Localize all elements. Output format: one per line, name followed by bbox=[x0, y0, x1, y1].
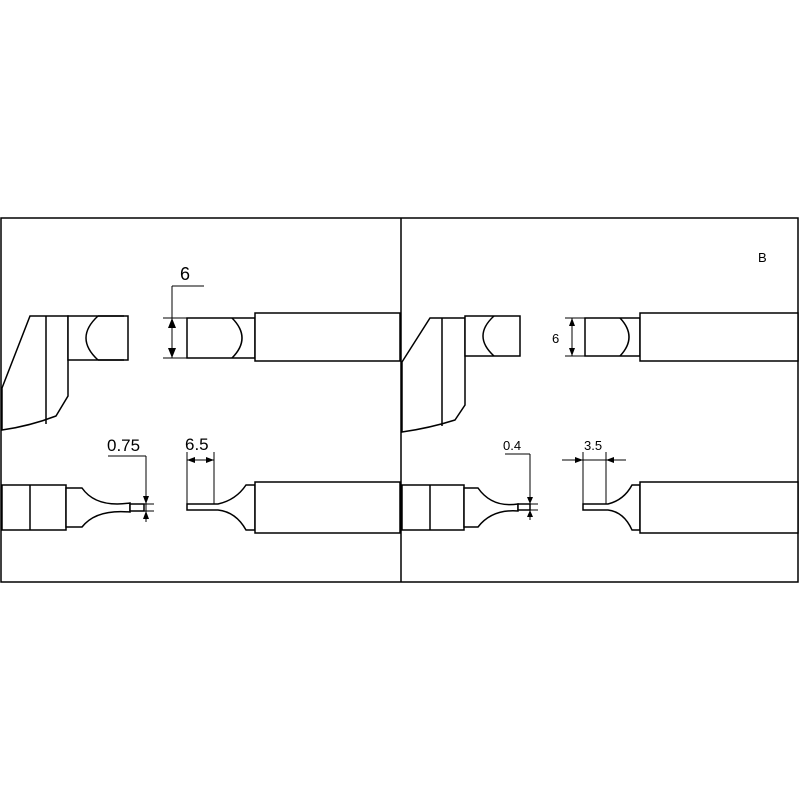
panel-a-top-right-tip bbox=[186, 312, 401, 362]
panel-a-side-right-tip bbox=[186, 481, 401, 534]
panel-b-length-label: 3.5 bbox=[584, 438, 602, 453]
panel-b-width-dimension bbox=[565, 317, 585, 357]
panel-a-side-left-tip bbox=[1, 484, 145, 531]
panel-b-top-right-tip bbox=[584, 312, 799, 362]
panel-a-thickness-dimension bbox=[108, 455, 154, 522]
panel-b-top-left-tip bbox=[401, 315, 521, 433]
panel-b-thickness-label: 0.4 bbox=[503, 438, 521, 453]
panel-b-thickness-dimension bbox=[505, 453, 538, 520]
panel-b: B 6 bbox=[401, 250, 799, 534]
diagram-frame bbox=[0, 217, 799, 583]
panel-a-width-dimension bbox=[163, 285, 204, 359]
panel-a-width-label: 6 bbox=[180, 264, 190, 284]
panel-b-side-right-tip bbox=[582, 481, 799, 534]
panel-b-width-label: 6 bbox=[552, 331, 559, 346]
panel-a-top-left-tip bbox=[1, 315, 129, 431]
panel-b-side-left-tip bbox=[401, 484, 531, 531]
panel-a-length-label: 6.5 bbox=[185, 435, 209, 454]
panel-b-length-dimension bbox=[562, 452, 626, 504]
panel-a-length-dimension bbox=[186, 452, 215, 504]
panel-a: 6 0.75 6. bbox=[1, 264, 401, 534]
panel-a-thickness-label: 0.75 bbox=[107, 436, 140, 455]
panel-b-letter: B bbox=[758, 250, 767, 265]
